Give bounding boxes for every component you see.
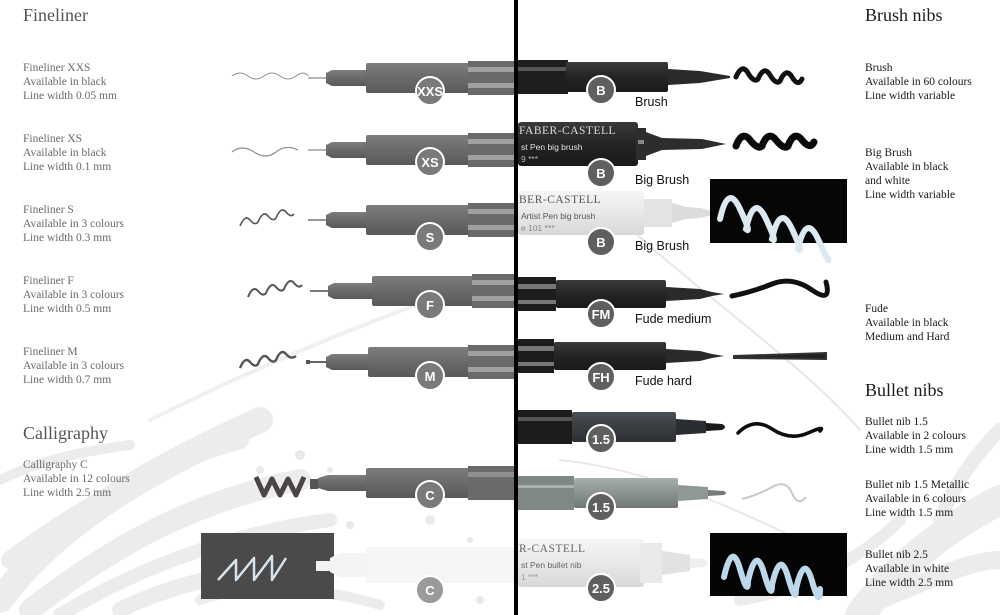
fude-description: Fude Available in black Medium and Hard — [865, 302, 949, 344]
badge-b-big-brush: B — [586, 158, 616, 188]
product-name: Big Brush — [865, 147, 912, 159]
pen-label-big-brush-white: Big Brush — [635, 239, 690, 253]
fineliner-xs-description: Fineliner XS Available in black Line wid… — [23, 132, 111, 174]
badge-fm: FM — [586, 299, 616, 329]
product-name: Brush — [865, 62, 893, 74]
pen-subtext: Artist Pen big brush — [521, 211, 596, 221]
badge-bullet-25: 2.5 — [586, 573, 616, 603]
fineliner-xxs-description: Fineliner XXS Available in black Line wi… — [23, 61, 117, 103]
product-name: Fineliner F — [23, 275, 74, 287]
product-name: Calligraphy C — [23, 459, 88, 471]
pen-label-fude-hard: Fude hard — [635, 374, 692, 388]
pen-label-brush: Brush — [635, 95, 668, 109]
pen-subtext: st Pen bullet nib — [521, 560, 582, 570]
pen-label-big-brush: Big Brush — [635, 173, 690, 187]
product-line-width: Line width 0.05 mm — [23, 90, 117, 102]
brush-description: Brush Available in 60 colours Line width… — [865, 61, 972, 103]
pen-subtext-code: 9 *** — [521, 154, 539, 164]
badge-bullet-15-metallic: 1.5 — [586, 492, 616, 522]
product-name: Bullet nib 1.5 Metallic — [865, 479, 970, 491]
product-line-width: Line width 1.5 mm — [865, 444, 954, 456]
product-line-width: Line width 0.7 mm — [23, 374, 112, 386]
pen-subtext: st Pen big brush — [521, 142, 583, 152]
product-line-width: Line width 0.5 mm — [23, 303, 112, 315]
badge-c-white: C — [415, 575, 445, 605]
product-availability: Available in 2 colours — [865, 430, 967, 442]
product-line-width: Line width variable — [865, 189, 956, 201]
product-name: Fineliner XXS — [23, 62, 91, 74]
badge-fh: FH — [586, 362, 616, 392]
big-brush-white-swatch — [710, 179, 847, 243]
product-name: Bullet nib 2.5 — [865, 549, 928, 561]
badge-f: F — [415, 290, 445, 320]
badge-xxs: XXS — [415, 76, 445, 106]
badge-m: M — [415, 361, 445, 391]
badge-b-brush: B — [586, 75, 616, 105]
calligraphy-c-description: Calligraphy C Available in 12 colours Li… — [23, 458, 130, 500]
badge-b-big-brush-white: B — [586, 227, 616, 257]
product-availability: Available in black — [23, 76, 107, 88]
product-availability-extra: and white — [865, 175, 911, 187]
product-availability: Available in 12 colours — [23, 473, 130, 485]
bullet-nib-15-description: Bullet nib 1.5 Available in 2 colours Li… — [865, 415, 966, 457]
badge-bullet-15: 1.5 — [586, 424, 616, 454]
product-availability: Available in black — [865, 161, 949, 173]
product-name: Bullet nib 1.5 — [865, 416, 928, 428]
product-line-width: Line width 1.5 mm — [865, 507, 954, 519]
pen-label-fude-medium: Fude medium — [635, 312, 712, 326]
product-line-width: Line width 0.1 mm — [23, 161, 112, 173]
section-title-calligraphy: Calligraphy — [23, 423, 108, 443]
fineliner-f-description: Fineliner F Available in 3 colours Line … — [23, 274, 124, 316]
product-line-width: Line width variable — [865, 90, 956, 102]
product-availability: Available in 3 colours — [23, 289, 125, 301]
center-divider — [514, 0, 518, 615]
product-availability: Available in 3 colours — [23, 360, 125, 372]
badge-s: S — [415, 222, 445, 252]
product-availability: Available in 3 colours — [23, 218, 125, 230]
right-pens — [518, 60, 847, 601]
section-title-bullet-nibs: Bullet nibs — [865, 380, 944, 400]
big-brush-description: Big Brush Available in black and white L… — [865, 146, 955, 202]
badge-xs: XS — [415, 147, 445, 177]
bullet-nib-15-metallic-description: Bullet nib 1.5 Metallic Available in 6 c… — [865, 478, 969, 520]
product-name: Fineliner XS — [23, 133, 83, 145]
fineliner-m-description: Fineliner M Available in 3 colours Line … — [23, 345, 124, 387]
product-availability: Available in black — [23, 147, 107, 159]
product-line-width: Medium and Hard — [865, 331, 950, 343]
brand-text: R-CASTELL — [519, 543, 586, 555]
product-line-width: Line width 2.5 mm — [23, 487, 112, 499]
brand-text: BER-CASTELL — [519, 194, 602, 206]
product-availability: Available in white — [865, 563, 950, 575]
pen-subtext-code: 1 *** — [521, 572, 539, 582]
section-title-brush-nibs: Brush nibs — [865, 5, 943, 25]
calligraphy-pens — [201, 466, 516, 599]
product-line-width: Line width 2.5 mm — [865, 577, 954, 589]
calligraphy-white-swatch — [201, 533, 334, 599]
fineliner-s-description: Fineliner S Available in 3 colours Line … — [23, 203, 124, 245]
brand-text: FABER-CASTELL — [519, 125, 617, 137]
fineliner-pens — [231, 61, 516, 379]
product-name: Fude — [865, 303, 888, 315]
product-availability: Available in 60 colours — [865, 76, 972, 88]
product-line-width: Line width 0.3 mm — [23, 232, 112, 244]
section-title-fineliner: Fineliner — [23, 5, 88, 25]
bullet-nib-25-description: Bullet nib 2.5 Available in white Line w… — [865, 548, 953, 590]
pen-subtext-code: e 101 *** — [521, 223, 555, 233]
product-availability: Available in black — [865, 317, 949, 329]
product-name: Fineliner M — [23, 346, 78, 358]
product-availability: Available in 6 colours — [865, 493, 967, 505]
product-name: Fineliner S — [23, 204, 74, 216]
badge-c: C — [415, 480, 445, 510]
